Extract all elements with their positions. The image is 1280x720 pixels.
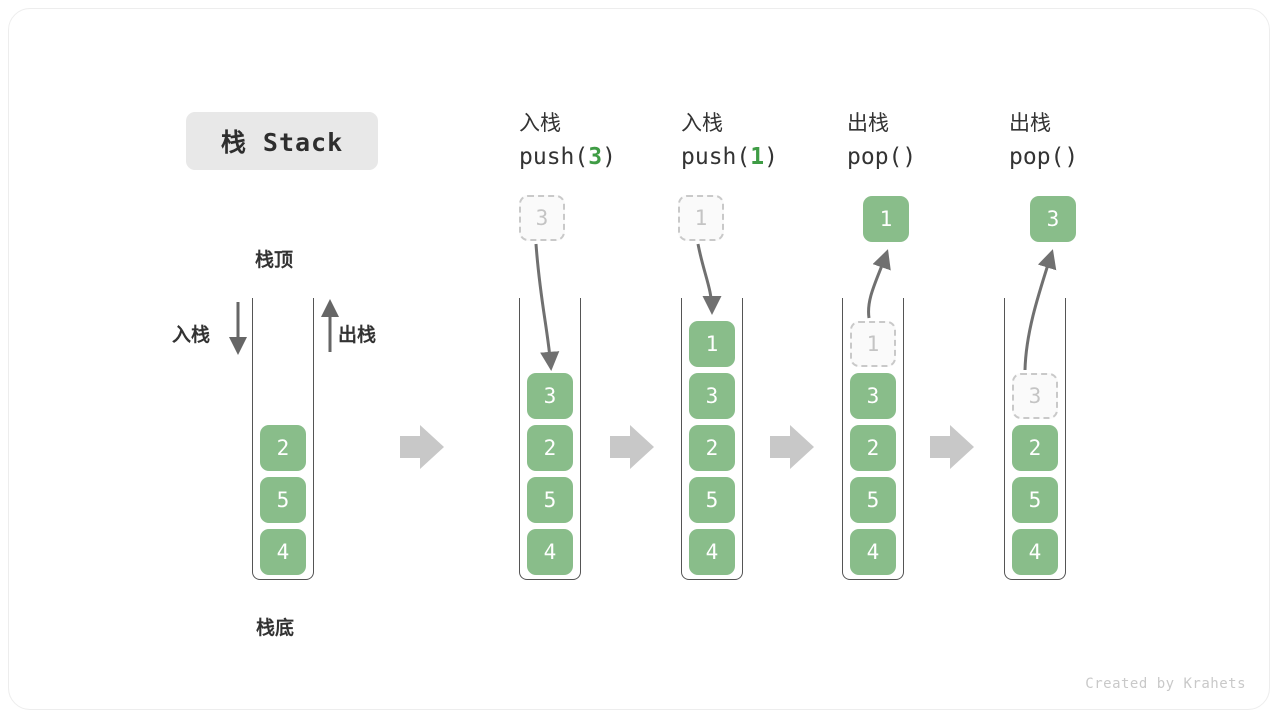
floating-cell-push-3: 3 <box>519 195 565 241</box>
floating-cell-push-1: 1 <box>678 195 724 241</box>
stack-cell: 4 <box>850 529 896 575</box>
stack-cell: 2 <box>260 425 306 471</box>
stack-container-pop-1: 1 3 2 5 4 <box>842 298 904 580</box>
stack-cell: 3 <box>689 373 735 419</box>
stack-slots: 3 2 5 4 <box>520 373 580 575</box>
stack-container-push-3: 3 2 5 4 <box>519 298 581 580</box>
stack-cell: 3 <box>850 373 896 419</box>
stack-cell: 1 <box>689 321 735 367</box>
stack-cell: 2 <box>527 425 573 471</box>
stack-cell: 5 <box>1012 477 1058 523</box>
floating-cell-pop-1: 1 <box>863 196 909 242</box>
label-push-side: 入栈 <box>172 324 211 346</box>
stack-cell-ghost: 3 <box>1012 373 1058 419</box>
stack-cell: 2 <box>1012 425 1058 471</box>
stack-slots: 2 5 4 <box>253 425 313 575</box>
stack-cell: 4 <box>260 529 306 575</box>
stack-cell: 2 <box>689 425 735 471</box>
stack-container-pop-2: 3 2 5 4 <box>1004 298 1066 580</box>
footer-credit: Created by Krahets <box>1085 676 1246 692</box>
stack-cell: 5 <box>850 477 896 523</box>
stack-cell: 4 <box>689 529 735 575</box>
floating-cell-pop-2: 3 <box>1030 196 1076 242</box>
stack-cell-ghost: 1 <box>850 321 896 367</box>
label-pop-side: 出栈 <box>338 324 377 346</box>
stack-cell: 4 <box>527 529 573 575</box>
stack-cell: 5 <box>260 477 306 523</box>
stack-slots: 1 3 2 5 4 <box>682 321 742 575</box>
stack-slots: 3 2 5 4 <box>1005 373 1065 575</box>
title-chip: 栈 Stack <box>186 112 378 170</box>
label-stack-top: 栈顶 <box>255 249 294 271</box>
stack-cell: 4 <box>1012 529 1058 575</box>
stack-cell: 2 <box>850 425 896 471</box>
stack-cell: 5 <box>689 477 735 523</box>
label-stack-bottom: 栈底 <box>256 617 295 639</box>
stack-cell: 3 <box>527 373 573 419</box>
stack-cell: 5 <box>527 477 573 523</box>
stack-container-push-1: 1 3 2 5 4 <box>681 298 743 580</box>
stack-container-initial: 2 5 4 <box>252 298 314 580</box>
stack-slots: 1 3 2 5 4 <box>843 321 903 575</box>
